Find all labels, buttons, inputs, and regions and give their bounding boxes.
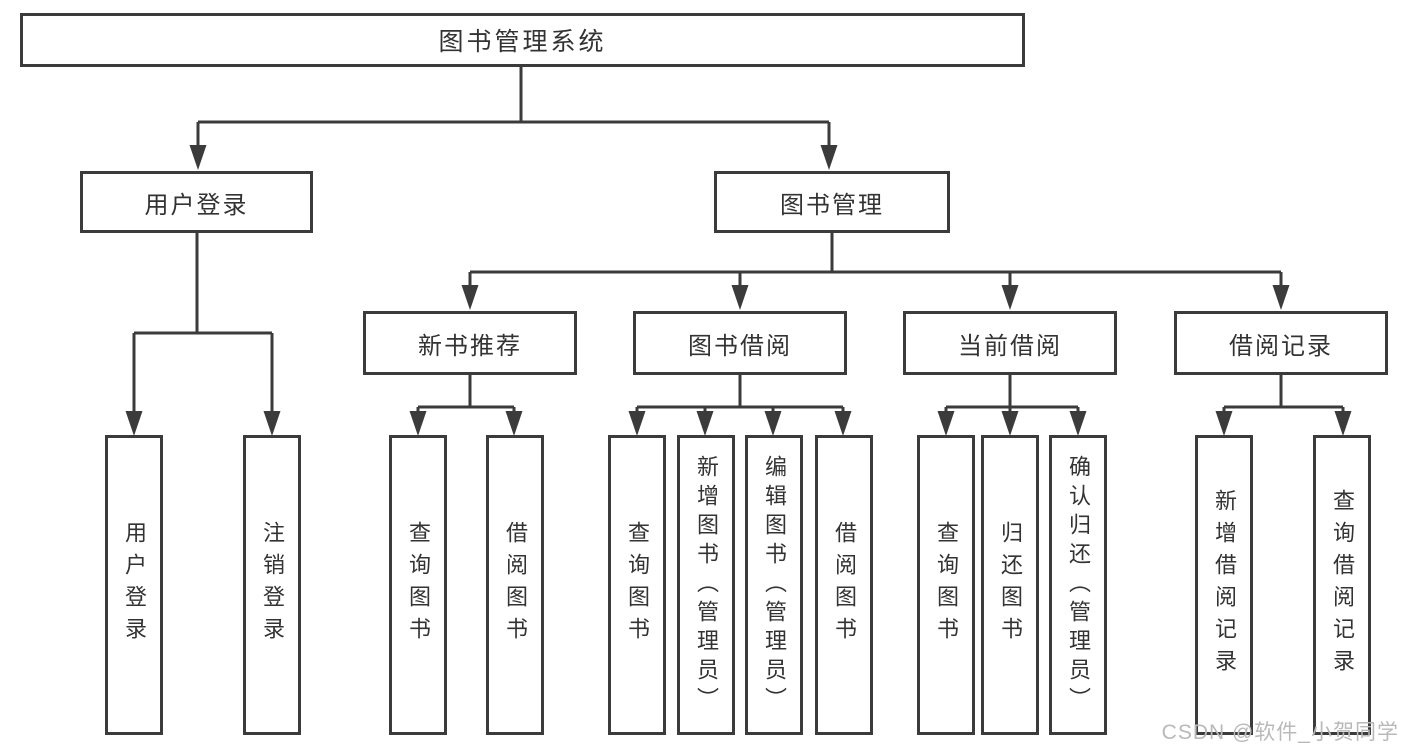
- arrowhead: [764, 411, 782, 436]
- node-current-borrow: 当前借阅: [903, 311, 1117, 375]
- arrowheads: [125, 145, 1352, 436]
- leaf-logout: 注销登录: [243, 435, 301, 735]
- leaf-current-return-books-label: 归还图书: [998, 521, 1023, 649]
- arrowhead: [505, 411, 523, 436]
- node-new-book-recommend: 新书推荐: [363, 311, 577, 375]
- arrowhead: [937, 411, 955, 436]
- node-book-management: 图书管理: [714, 171, 950, 233]
- node-book-borrow: 图书借阅: [633, 311, 847, 375]
- arrowhead: [1069, 411, 1087, 436]
- leaf-records-query-record: 查询借阅记录: [1313, 435, 1371, 735]
- leaf-records-add-record-label: 新增借阅记录: [1212, 489, 1237, 681]
- watermark-text: CSDN @软件_小贺同学: [1161, 721, 1399, 744]
- leaf-borrow-query-books-label: 查询图书: [625, 521, 650, 649]
- node-borrow-records: 借阅记录: [1174, 311, 1388, 375]
- leaf-records-add-record: 新增借阅记录: [1195, 435, 1253, 735]
- leaf-borrow-borrow-books: 借阅图书: [815, 435, 873, 735]
- leaf-current-query-books-label: 查询图书: [934, 521, 959, 649]
- arrowhead: [1215, 411, 1233, 436]
- node-root-label: 图书管理系统: [438, 28, 607, 56]
- leaf-current-confirm-return-admin-label: 确认归还（管理员）: [1066, 454, 1091, 716]
- arrowhead: [409, 411, 427, 436]
- leaf-borrow-borrow-books-label: 借阅图书: [832, 521, 857, 649]
- arrowhead: [1001, 411, 1019, 436]
- arrowhead: [263, 411, 281, 436]
- node-new-book-recommend-label: 新书推荐: [418, 332, 522, 360]
- leaf-newbook-borrow-books: 借阅图书: [486, 435, 544, 735]
- leaf-user-login-label: 用户登录: [122, 521, 147, 649]
- node-book-management-label: 图书管理: [780, 191, 884, 219]
- leaf-records-query-record-label: 查询借阅记录: [1330, 489, 1355, 681]
- arrowhead: [628, 411, 646, 436]
- node-borrow-records-label: 借阅记录: [1229, 332, 1333, 360]
- arrowhead: [1272, 285, 1290, 310]
- arrowhead: [820, 145, 838, 170]
- node-book-borrow-label: 图书借阅: [688, 332, 792, 360]
- leaf-borrow-add-books-admin: 新增图书（管理员）: [677, 435, 735, 735]
- leaf-current-confirm-return-admin: 确认归还（管理员）: [1049, 435, 1107, 735]
- arrowhead: [731, 285, 749, 310]
- arrowhead: [1334, 411, 1352, 436]
- leaf-borrow-add-books-admin-label: 新增图书（管理员）: [694, 454, 719, 716]
- leaf-borrow-edit-books-admin: 编辑图书（管理员）: [745, 435, 803, 735]
- leaf-user-login: 用户登录: [105, 435, 163, 735]
- node-user-login-label: 用户登录: [144, 191, 249, 219]
- connector-paths: [132, 67, 1345, 415]
- leaf-borrow-query-books: 查询图书: [608, 435, 666, 735]
- arrowhead: [461, 285, 479, 310]
- leaf-newbook-borrow-books-label: 借阅图书: [503, 521, 528, 649]
- node-root: 图书管理系统: [20, 13, 1025, 67]
- arrowhead: [696, 411, 714, 436]
- leaf-current-query-books: 查询图书: [917, 435, 975, 735]
- leaf-borrow-edit-books-admin-label: 编辑图书（管理员）: [762, 454, 787, 716]
- arrowhead: [834, 411, 852, 436]
- leaf-logout-label: 注销登录: [260, 521, 285, 649]
- arrowhead: [125, 411, 143, 436]
- arrowhead: [1001, 285, 1019, 310]
- node-user-login: 用户登录: [80, 171, 313, 233]
- node-current-borrow-label: 当前借阅: [958, 332, 1062, 360]
- leaf-newbook-query-books-label: 查询图书: [406, 521, 431, 649]
- arrowhead: [189, 145, 207, 170]
- leaf-current-return-books: 归还图书: [981, 435, 1039, 735]
- leaf-newbook-query-books: 查询图书: [389, 435, 447, 735]
